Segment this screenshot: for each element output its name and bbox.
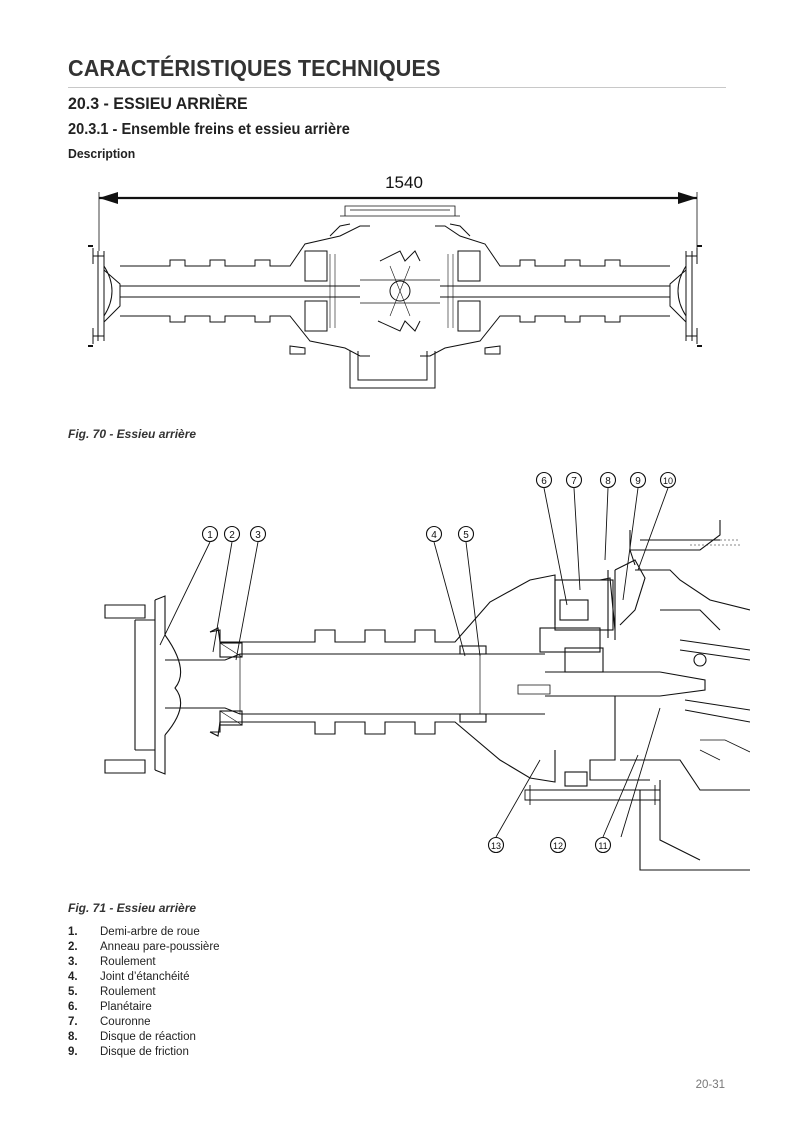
svg-text:7: 7 <box>571 476 577 487</box>
subsection-title: 20.3.1 - Ensemble freins et essieu arriè… <box>68 121 350 138</box>
callout-8: 8 <box>599 471 617 489</box>
legend-item: 3.Roulement <box>68 956 156 968</box>
page-number: 20-31 <box>695 1079 725 1091</box>
callout-13: 13 <box>487 836 505 854</box>
legend-item: 4.Joint d’étanchéité <box>68 971 190 983</box>
description-heading: Description <box>68 146 136 161</box>
legend-item: 1.Demi-arbre de roue <box>68 926 200 938</box>
dimension-label: 1540 <box>385 173 423 192</box>
svg-text:6: 6 <box>541 476 547 487</box>
callout-3: 3 <box>249 525 267 543</box>
svg-text:11: 11 <box>598 841 607 851</box>
section-title: 20.3 - ESSIEU ARRIÈRE <box>68 94 248 113</box>
callout-7: 7 <box>565 471 583 489</box>
svg-text:1: 1 <box>207 530 213 541</box>
figure-71-caption: Fig. 71 - Essieu arrière <box>68 901 197 915</box>
callout-11: 11 <box>594 836 612 854</box>
callout-2: 2 <box>223 525 241 543</box>
callout-6: 6 <box>535 471 553 489</box>
legend-item: 6.Planétaire <box>68 1001 152 1013</box>
figure-70-rear-axle-drawing: 1540 <box>60 166 740 406</box>
svg-text:5: 5 <box>463 530 469 541</box>
legend-item: 7.Couronne <box>68 1016 151 1028</box>
title-divider <box>68 87 726 88</box>
legend-item: 9.Disque de friction <box>68 1046 189 1058</box>
svg-text:10: 10 <box>663 476 673 486</box>
svg-text:9: 9 <box>635 476 641 487</box>
callout-5: 5 <box>457 525 475 543</box>
callout-9: 9 <box>629 471 647 489</box>
legend-item: 2.Anneau pare-poussière <box>68 941 220 953</box>
svg-text:4: 4 <box>431 530 437 541</box>
svg-text:2: 2 <box>229 530 235 541</box>
callout-12: 12 <box>549 836 567 854</box>
svg-text:8: 8 <box>605 476 611 487</box>
svg-text:13: 13 <box>491 841 501 851</box>
legend-item: 8.Disque de réaction <box>68 1031 196 1043</box>
callout-1: 1 <box>201 525 219 543</box>
figure-71-sectional-drawing: 1 2 3 4 5 6 7 8 <box>60 460 751 890</box>
legend-item: 5.Roulement <box>68 986 156 998</box>
parts-legend: 1.Demi-arbre de roue 2.Anneau pare-pouss… <box>68 925 220 1060</box>
svg-text:12: 12 <box>553 841 563 851</box>
svg-text:3: 3 <box>255 530 261 541</box>
callout-10: 10 <box>659 471 677 489</box>
figure-70-caption: Fig. 70 - Essieu arrière <box>68 427 197 441</box>
page-title: CARACTÉRISTIQUES TECHNIQUES <box>68 55 441 81</box>
callout-4: 4 <box>425 525 443 543</box>
